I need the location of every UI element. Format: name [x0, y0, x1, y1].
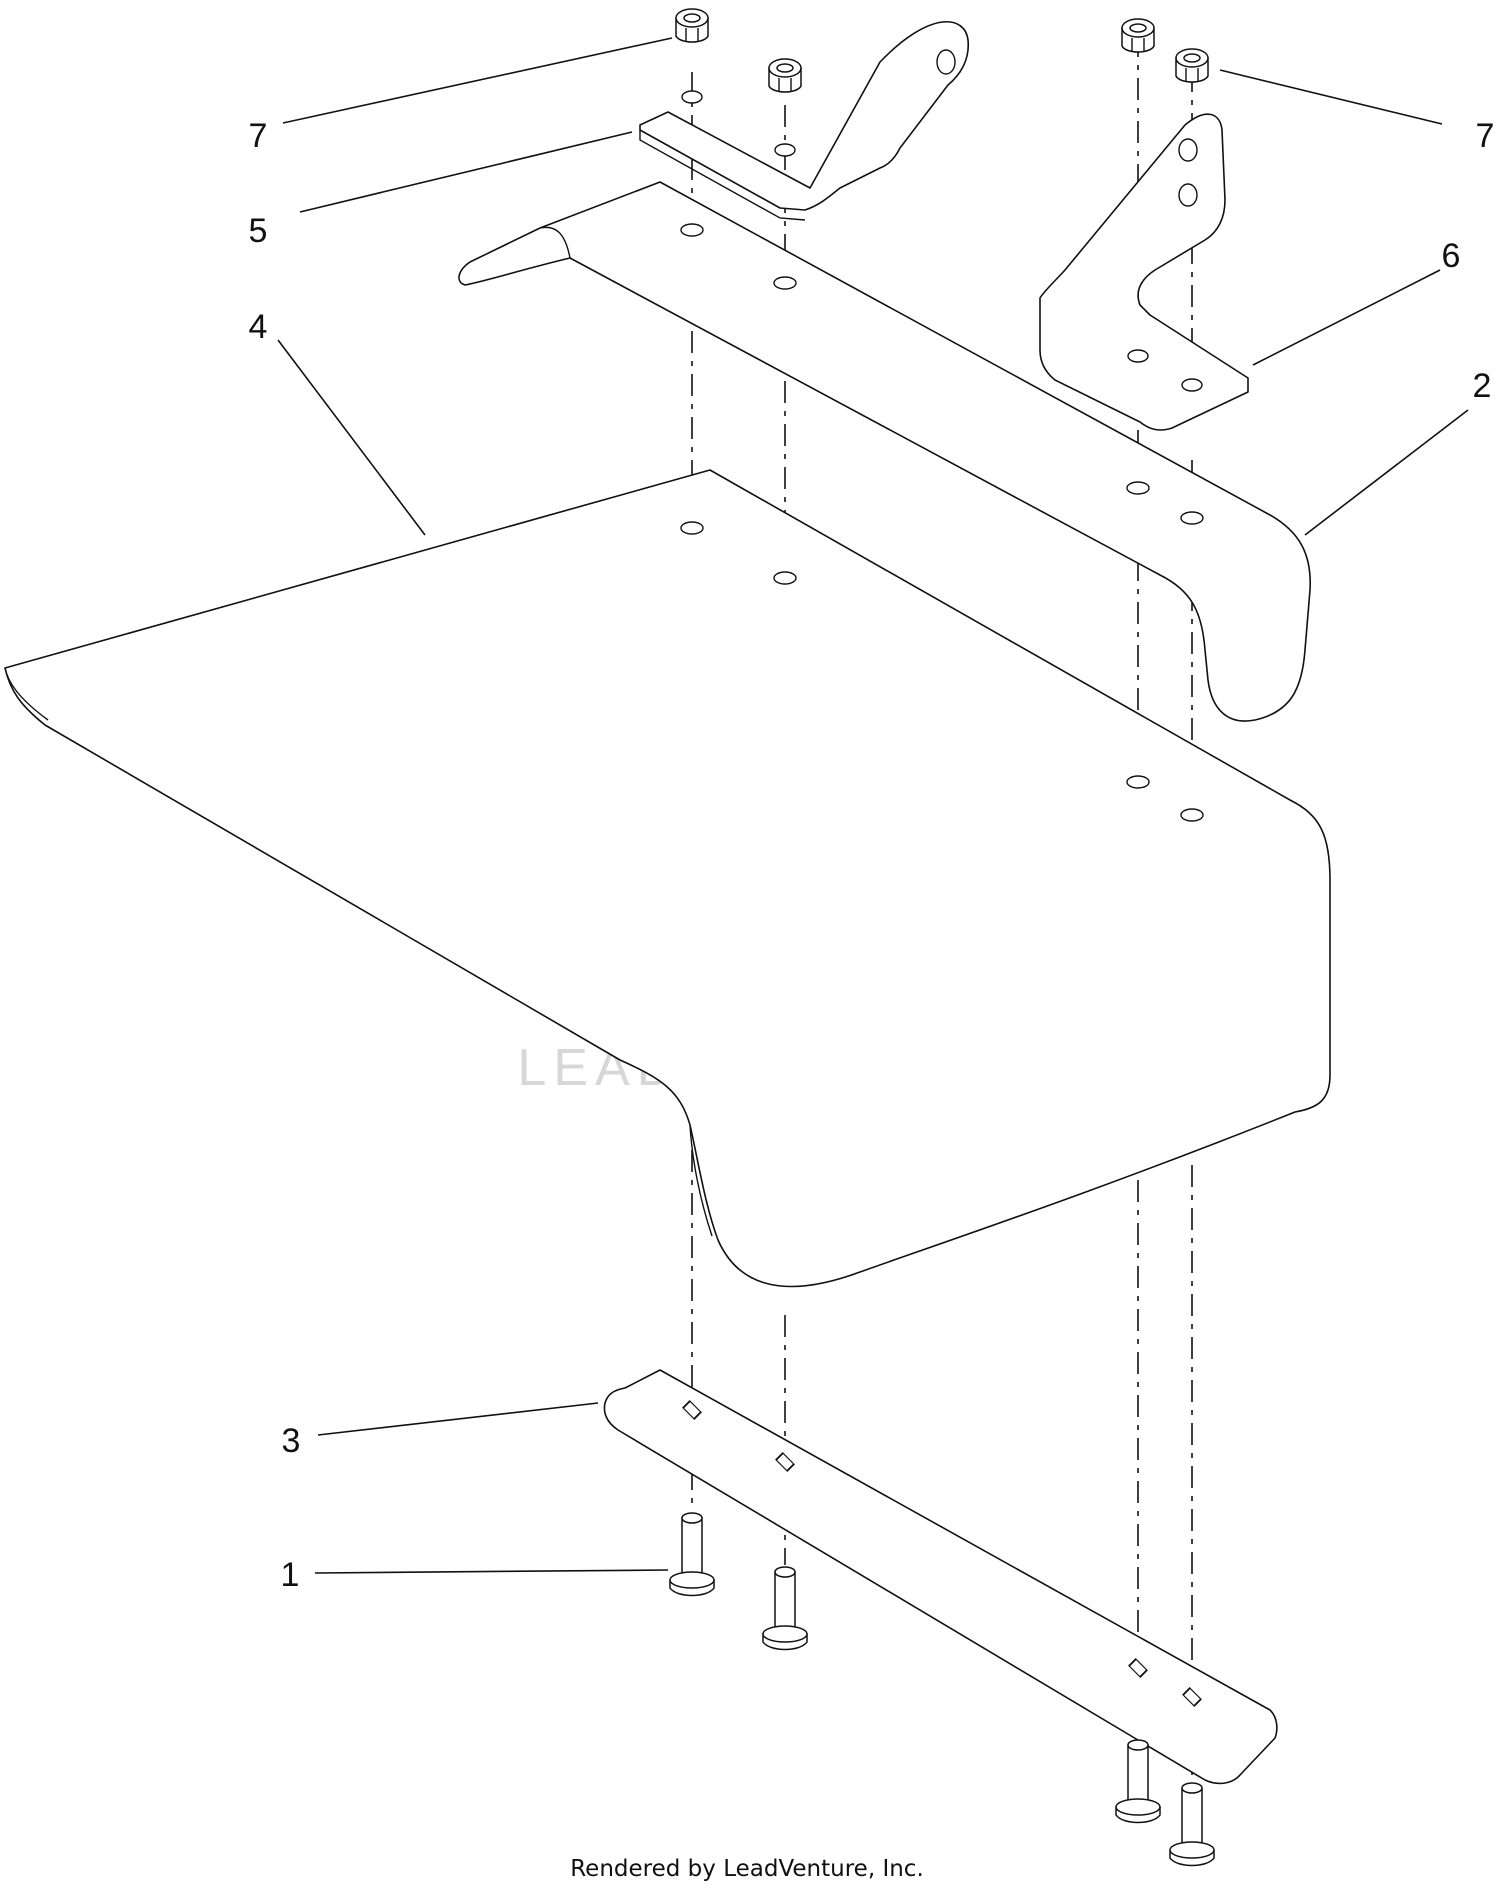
bracket-hole: [1178, 183, 1198, 207]
callout-7a: 7: [249, 117, 268, 155]
deflector-hole: [680, 521, 704, 535]
deflector-hole: [773, 571, 797, 585]
bracket-hole: [1178, 138, 1198, 162]
bracket-hole: [1181, 378, 1203, 392]
render-credit: Rendered by LeadVenture, Inc.: [570, 1856, 924, 1882]
leader-line-7b: [1219, 69, 1443, 125]
callout-7b: 7: [1476, 117, 1495, 155]
bracket-hole: [936, 49, 956, 75]
leader-line-7a: [282, 37, 673, 124]
lock-nut: [675, 8, 709, 43]
strip-hole: [773, 276, 797, 290]
carriage-bolts: [669, 1512, 1215, 1867]
carriage-bolt: [1115, 1739, 1161, 1824]
leader-line-5: [299, 131, 633, 213]
deflector-plate: [4, 469, 1331, 1288]
callout-1: 1: [281, 1556, 300, 1594]
callout-6: 6: [1442, 237, 1461, 275]
leader-line-3: [317, 1402, 599, 1436]
leader-line-1: [314, 1569, 669, 1574]
leader-line-6: [1252, 269, 1441, 366]
square-hole: [682, 1400, 702, 1420]
right-mounting-bracket: [1039, 113, 1249, 431]
leader-lines: [277, 37, 1469, 1574]
leader-line-4: [277, 339, 426, 536]
deflector-hole: [1126, 775, 1150, 789]
left-mounting-bracket: [639, 21, 970, 221]
bracket-hole: [1127, 349, 1149, 363]
strip-hole: [1126, 481, 1150, 495]
callout-3: 3: [282, 1422, 301, 1460]
carriage-bolt: [669, 1512, 715, 1597]
callout-labels: 7 5 4 7 6 2 3 1: [249, 117, 1495, 1594]
callout-4: 4: [249, 308, 268, 346]
carriage-bolt: [1169, 1782, 1215, 1867]
lock-nut: [1175, 48, 1209, 83]
lower-backing-strip: [603, 1369, 1278, 1785]
lock-nuts: [675, 8, 1209, 93]
square-hole: [775, 1452, 795, 1472]
strip-hole: [1180, 511, 1204, 525]
lock-nut: [1121, 18, 1155, 53]
callout-2: 2: [1473, 367, 1492, 405]
deflector-hole: [1180, 808, 1204, 822]
strip-hole: [680, 223, 704, 237]
square-hole: [1182, 1687, 1202, 1707]
bracket-hole: [774, 143, 796, 157]
square-hole: [1128, 1658, 1148, 1678]
upper-strip: [458, 181, 1311, 722]
lock-nut: [768, 58, 802, 93]
callout-5: 5: [249, 212, 268, 250]
carriage-bolt: [762, 1566, 808, 1651]
bracket-hole: [681, 90, 703, 104]
leader-line-2: [1304, 409, 1469, 536]
